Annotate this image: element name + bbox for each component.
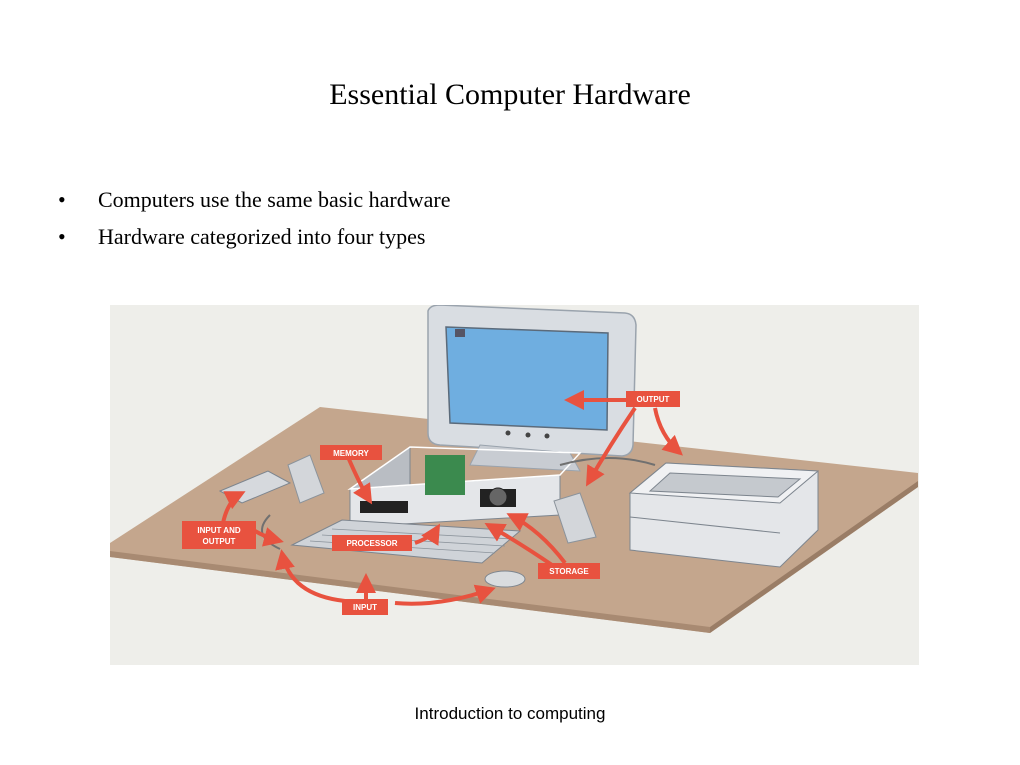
label-processor-text: PROCESSOR [346, 539, 397, 548]
arrow-storage-1 [484, 523, 557, 569]
label-output-text: OUTPUT [637, 395, 670, 404]
arrow-input-keyboard [275, 549, 346, 603]
bullet-item: • Hardware categorized into four types [58, 223, 451, 260]
printer [628, 462, 820, 568]
monitor-screen [445, 326, 609, 431]
annotation-arrows [221, 390, 683, 606]
left-speaker [287, 454, 325, 504]
slide-footer: Introduction to computing [414, 704, 606, 723]
arrow-io-drive [221, 491, 246, 524]
arrow-processor [414, 523, 441, 546]
label-processor: PROCESSOR [332, 535, 412, 551]
label-input-output-line1: INPUT AND [197, 526, 240, 535]
bullet-item: • Computers use the same basic hardware [58, 186, 451, 223]
hardware-illustration: OUTPUT MEMORY INPUT AND OUTPUT PROCESSOR… [110, 305, 919, 665]
arrow-output-printer [653, 407, 683, 456]
arrow-output-speaker [585, 406, 637, 487]
memory-chip [360, 501, 408, 513]
label-input-text: INPUT [353, 603, 377, 612]
bullet-list: • Computers use the same basic hardware … [58, 186, 451, 260]
label-output: OUTPUT [626, 391, 680, 407]
bullet-text: Computers use the same basic hardware [98, 187, 451, 212]
label-storage: STORAGE [538, 563, 600, 579]
hardware-illustration-svg: OUTPUT MEMORY INPUT AND OUTPUT PROCESSOR… [110, 305, 919, 665]
label-memory: MEMORY [320, 445, 382, 460]
printer-desktop-icon [455, 329, 465, 337]
cable [559, 457, 656, 466]
memory-modules [425, 455, 465, 495]
monitor [427, 305, 637, 472]
label-storage-text: STORAGE [549, 567, 589, 576]
arrow-storage-2 [506, 513, 567, 565]
mouse [484, 570, 526, 588]
right-speaker [553, 492, 597, 544]
label-input-output-line2: OUTPUT [203, 537, 236, 546]
arrow-io-cable [253, 527, 284, 547]
bullet-glyph: • [58, 224, 66, 249]
slide-title: Essential Computer Hardware [329, 78, 691, 111]
desk-side [710, 481, 918, 633]
arrow-memory [346, 456, 373, 505]
bullet-glyph: • [58, 187, 66, 212]
bullet-text: Hardware categorized into four types [98, 224, 426, 249]
arrow-input-mouse [394, 584, 496, 606]
label-input-output: INPUT AND OUTPUT [182, 521, 256, 549]
label-memory-text: MEMORY [333, 449, 369, 458]
desk-edge [110, 551, 710, 633]
label-input: INPUT [342, 599, 388, 615]
